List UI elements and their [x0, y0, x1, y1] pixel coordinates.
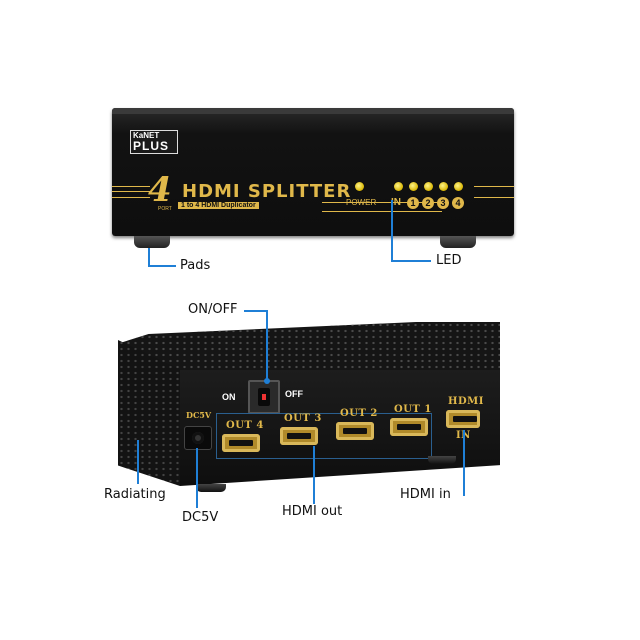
- led-callout-line-h: [391, 260, 431, 262]
- radiating-callout-line-v: [137, 440, 139, 484]
- brand-logo: KaNET PLUS: [130, 130, 178, 154]
- power-switch[interactable]: [248, 380, 280, 414]
- back-foot-right: [428, 456, 456, 464]
- front-top-edge: [112, 108, 514, 114]
- led-number-4: 4: [452, 197, 464, 209]
- hdmi-out-port-4[interactable]: [222, 434, 260, 452]
- hdmi-in-top-label: HDMI: [448, 396, 484, 407]
- front-foot-right: [440, 236, 476, 248]
- hdmi-in-label: HDMI in: [400, 487, 451, 502]
- hdmi-out-frame: [216, 413, 432, 459]
- hdmi-in-callout-line-v: [463, 430, 465, 496]
- on-off-label: ON/OFF: [188, 302, 238, 317]
- dc-label: DC5V: [186, 410, 212, 420]
- product-name: HDMI SPLITTER: [182, 181, 352, 202]
- led-number-3: 3: [437, 197, 449, 209]
- gold-stripes-left: [112, 186, 150, 198]
- back-device-top: [118, 322, 500, 370]
- power-switch-rocker: [258, 388, 270, 406]
- product-subtitle: 1 to 4 HDMI Duplicator: [178, 202, 259, 209]
- pads-callout-line-h: [148, 265, 176, 267]
- gold-stripes-right: [322, 202, 442, 212]
- gold-stripes-far-right: [474, 186, 514, 198]
- pads-label: Pads: [180, 258, 211, 273]
- hdmi-out-callout-line-v: [313, 446, 315, 504]
- front-device: KaNET PLUS 4 PORT HDMI SPLITTER 1 to 4 H…: [112, 108, 514, 236]
- hdmi-out-port-3[interactable]: [280, 427, 318, 445]
- led-in: [394, 182, 403, 191]
- led-3: [439, 182, 448, 191]
- port-word: PORT: [158, 206, 172, 212]
- led-callout-line-v: [391, 200, 393, 262]
- out3-label: OUT 3: [284, 413, 322, 424]
- led-2: [424, 182, 433, 191]
- led-4: [454, 182, 463, 191]
- hdmi-in-port[interactable]: [446, 410, 480, 428]
- hdmi-out-port-2[interactable]: [336, 422, 374, 440]
- led-number-1: 1: [407, 197, 419, 209]
- on-off-callout-line-v: [266, 310, 268, 382]
- radiating-label: Radiating: [104, 487, 166, 502]
- led-number-2: 2: [422, 197, 434, 209]
- back-device-side: [118, 340, 180, 486]
- hdmi-out-label: HDMI out: [282, 504, 343, 519]
- dc-power-jack[interactable]: [184, 426, 212, 450]
- dc5v-callout-line-v: [196, 448, 198, 508]
- switch-off-label: OFF: [285, 389, 303, 399]
- pads-callout-line-v: [148, 248, 150, 266]
- gold-stripe-mid: [112, 191, 150, 192]
- power-label: POWER: [346, 198, 377, 207]
- power-led: [355, 182, 364, 191]
- out1-label: OUT 1: [394, 404, 432, 415]
- port-count: 4: [148, 170, 172, 210]
- on-off-callout-dot: [264, 378, 270, 384]
- led-in-label: IN: [391, 197, 401, 208]
- hdmi-out-port-1[interactable]: [390, 418, 428, 436]
- back-foot-left: [196, 484, 226, 492]
- out2-label: OUT 2: [340, 408, 378, 419]
- led-label: LED: [436, 253, 462, 268]
- out4-label: OUT 4: [226, 420, 264, 431]
- brand-logo-bottom: PLUS: [133, 139, 170, 153]
- led-1: [409, 182, 418, 191]
- brand-logo-top: KaNET: [133, 131, 160, 140]
- front-foot-left: [134, 236, 170, 248]
- on-off-callout-line-h: [244, 310, 268, 312]
- switch-on-label: ON: [222, 392, 236, 402]
- dc5v-label: DC5V: [182, 510, 219, 525]
